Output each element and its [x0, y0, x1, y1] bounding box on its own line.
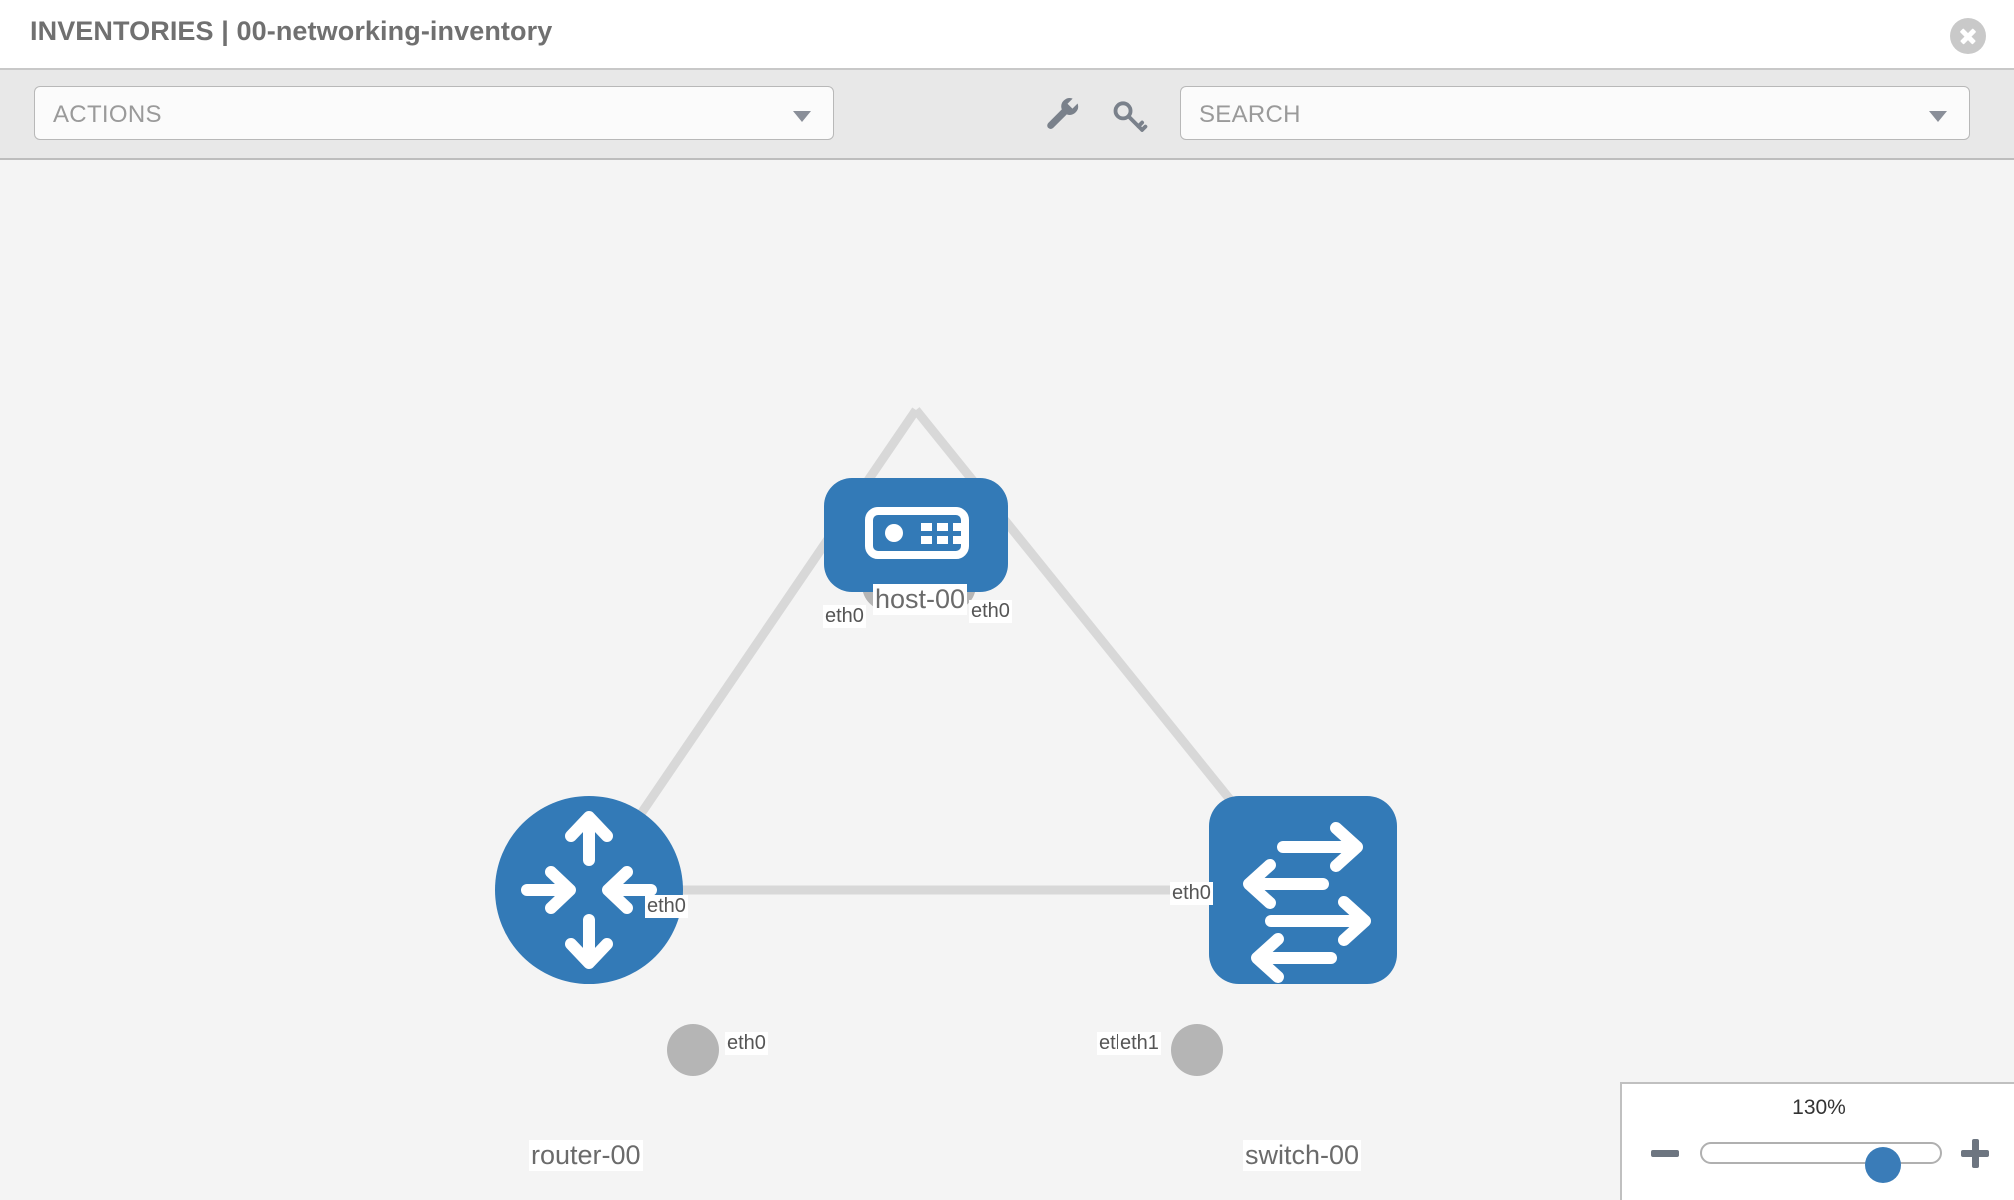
interface-label-switch-left-eth1: eth1: [1118, 1032, 1161, 1055]
node-label-switch-00: switch-00: [1243, 1140, 1362, 1171]
interface-label-router-right: eth0: [725, 1032, 768, 1055]
chevron-down-icon: [1929, 111, 1947, 122]
toolbar: ACTIONS SEARCH: [0, 70, 2014, 160]
endpoint-router-right[interactable]: [667, 1024, 719, 1076]
switch-arrows-icon: [1243, 822, 1371, 983]
plus-icon[interactable]: [1958, 1136, 1992, 1170]
wrench-icon[interactable]: [1040, 94, 1084, 138]
topology-graph: [495, 407, 1397, 1076]
minus-icon[interactable]: [1648, 1136, 1682, 1170]
zoom-level-value: 130%: [1792, 1096, 1846, 1119]
search-input[interactable]: SEARCH: [1199, 101, 1301, 128]
node-router-00-shape[interactable]: [495, 796, 683, 984]
router-arrows-icon: [521, 811, 657, 969]
interface-label-host-right: eth0: [969, 600, 1012, 623]
node-label-host-00: host-00: [873, 584, 968, 615]
page-title: INVENTORIES | 00-networking-inventory: [30, 16, 553, 46]
endpoint-switch-left[interactable]: [1171, 1024, 1223, 1076]
chevron-down-icon: [793, 111, 811, 122]
actions-dropdown-label: ACTIONS: [53, 101, 162, 128]
topology-endpoints: [667, 559, 1261, 1076]
topology-canvas[interactable]: host-00 router-00 switch-00 eth0 eth0 et…: [0, 160, 2014, 1200]
node-switch-00[interactable]: [1209, 796, 1397, 984]
search-dropdown[interactable]: SEARCH: [1180, 86, 1970, 140]
interface-label-host-left: eth0: [823, 605, 866, 628]
interface-label-router-up: eth0: [645, 895, 688, 918]
zoom-slider[interactable]: [1700, 1142, 1942, 1183]
actions-dropdown[interactable]: ACTIONS: [34, 86, 834, 140]
close-icon[interactable]: [1950, 18, 1986, 54]
key-icon[interactable]: [1108, 94, 1152, 138]
node-host-00-shape[interactable]: [824, 478, 1008, 592]
zoom-slider-row: [1622, 1132, 2014, 1183]
page-header: INVENTORIES | 00-networking-inventory: [0, 0, 2014, 70]
zoom-slider-thumb[interactable]: [1865, 1147, 1901, 1183]
node-host-00[interactable]: [824, 478, 1008, 592]
node-label-router-00: router-00: [529, 1140, 643, 1171]
interface-label-switch-up: eth0: [1170, 882, 1213, 905]
node-router-00[interactable]: [495, 796, 683, 984]
zoom-control-panel: 130%: [1620, 1082, 2014, 1200]
server-icon: [865, 507, 969, 559]
